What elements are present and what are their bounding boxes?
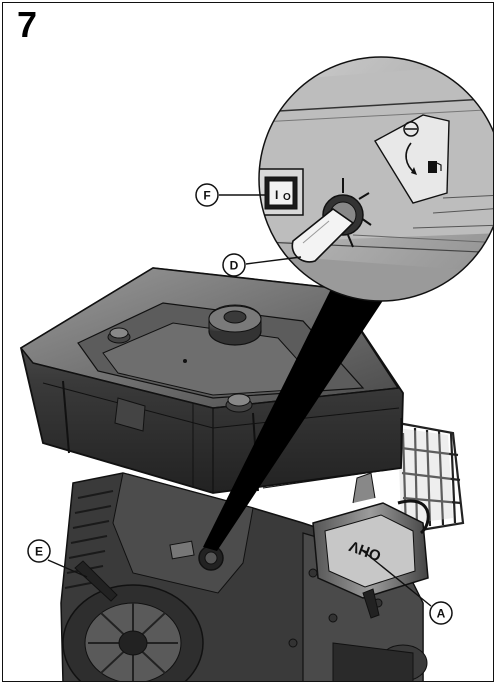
ignition-switch: I O bbox=[259, 168, 304, 216]
callout-d: D bbox=[222, 253, 246, 277]
figure-frame: 7 bbox=[2, 2, 494, 682]
zoom-wedge bbox=[203, 285, 388, 551]
engine-control-panel bbox=[169, 540, 224, 571]
leader-d bbox=[245, 256, 302, 265]
switch-on-mark: I bbox=[275, 188, 278, 202]
inset-magnified-view: I O bbox=[258, 56, 493, 302]
leader-a bbox=[362, 550, 432, 607]
fuel-tank bbox=[19, 267, 404, 494]
svg-text:F: F bbox=[203, 189, 210, 203]
engine-illustration: OHV bbox=[19, 56, 493, 681]
valve-cover: OHV bbox=[312, 472, 430, 619]
fuel-valve-icon bbox=[403, 121, 442, 175]
callout-e: E bbox=[27, 539, 51, 563]
svg-text:A: A bbox=[437, 607, 446, 621]
leader-e bbox=[47, 559, 88, 578]
ignition-key-icon bbox=[291, 178, 372, 263]
figure-number: 7 bbox=[17, 4, 38, 45]
callout-f: F bbox=[195, 183, 219, 207]
svg-text:E: E bbox=[35, 545, 43, 559]
svg-text:D: D bbox=[230, 259, 239, 273]
switch-off-mark: O bbox=[283, 192, 291, 203]
callout-a: A bbox=[429, 601, 453, 625]
